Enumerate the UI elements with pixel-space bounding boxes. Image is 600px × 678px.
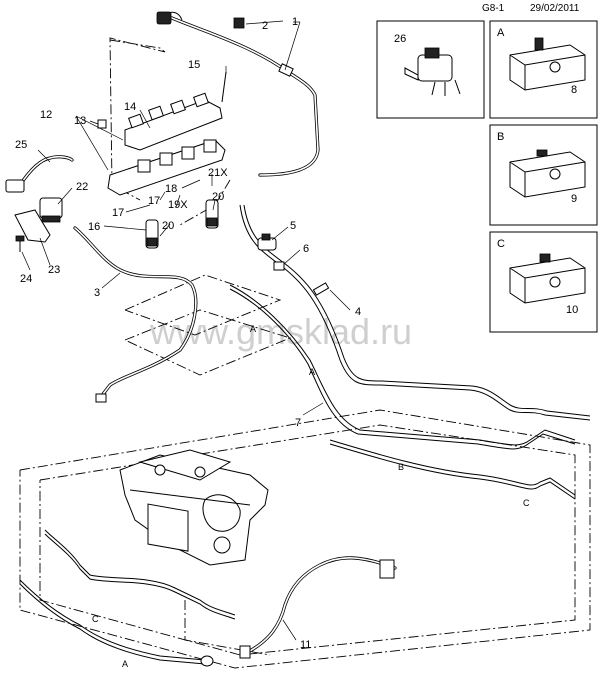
- fuel-rail-assembly: [107, 11, 226, 196]
- callout-15: 15: [188, 59, 200, 71]
- pipe-7: [229, 284, 576, 500]
- callout-3: 3: [94, 287, 100, 299]
- callout-2: 2: [262, 20, 268, 32]
- route-label-a2: A: [309, 367, 315, 377]
- bolt-24-head: [15, 235, 25, 242]
- callout-4: 4: [355, 306, 361, 318]
- callout-17a: 17: [112, 207, 124, 219]
- route-label-b1: B: [398, 462, 404, 472]
- pipe-11: [239, 556, 397, 659]
- panel-letter-b: B: [497, 131, 504, 143]
- route-label-c1: C: [523, 498, 530, 508]
- callout-10: 10: [566, 304, 578, 316]
- callout-26: 26: [394, 33, 406, 45]
- purge-valve-22: [39, 197, 63, 223]
- callout-19x: 19X: [168, 199, 188, 211]
- bracket-23: [14, 209, 51, 243]
- hose-25: [5, 155, 74, 193]
- callout-23: 23: [48, 264, 60, 276]
- callout-11: 11: [300, 639, 311, 651]
- route-label-a3: A: [122, 659, 128, 669]
- callout-16: 16: [88, 221, 100, 233]
- panel-letters: A B C: [497, 27, 505, 250]
- callout-22: 22: [76, 181, 88, 193]
- callout-12: 12: [40, 109, 52, 121]
- clip-2: [233, 17, 245, 29]
- sensor-5: [257, 233, 277, 251]
- callout-14: 14: [124, 101, 136, 113]
- route-label-a1: A: [250, 324, 256, 334]
- pipe-underfloor: [19, 529, 236, 667]
- callout-20a: 20: [162, 220, 174, 232]
- watermark: www.gmsklad.ru: [149, 311, 412, 352]
- evap-canister: [119, 449, 269, 566]
- panel-letter-c: C: [497, 238, 505, 250]
- detail-panel-26: [376, 20, 485, 119]
- callout-18: 18: [165, 183, 177, 195]
- leader-lines: [21, 20, 351, 641]
- callout-9: 9: [571, 193, 577, 205]
- callout-13: 13: [74, 115, 86, 127]
- callout-24: 24: [20, 273, 32, 285]
- part-13: [97, 119, 107, 129]
- callout-labels: 1 2 3 4 5 6 7 8 9 10 11 12 13 14 15 16 1…: [15, 16, 578, 651]
- detail-panel-a: [489, 20, 598, 119]
- detail-panel-c: [489, 231, 598, 333]
- injector-right: [205, 199, 219, 229]
- route-labels: A A A B C C: [92, 324, 530, 669]
- callout-1: 1: [292, 16, 298, 28]
- clip-6: [273, 261, 285, 271]
- callout-8: 8: [571, 84, 577, 96]
- callout-25: 25: [15, 139, 27, 151]
- route-label-c2: C: [92, 614, 99, 624]
- callout-17b: 17: [148, 195, 160, 207]
- date-stamp: 29/02/2011: [530, 3, 580, 14]
- callout-6: 6: [303, 243, 309, 255]
- panel-letter-a: A: [497, 27, 505, 39]
- section-code: G8-1: [482, 3, 505, 14]
- callout-5: 5: [290, 220, 296, 232]
- bolt-15: [221, 71, 227, 103]
- callout-21x: 21X: [208, 167, 228, 179]
- pipe-3: [73, 226, 198, 403]
- pipe-1: [170, 16, 320, 177]
- callout-20b: 20: [212, 191, 224, 203]
- callout-7: 7: [295, 417, 301, 429]
- detail-panel-b: [489, 124, 598, 226]
- injector-left: [145, 219, 159, 249]
